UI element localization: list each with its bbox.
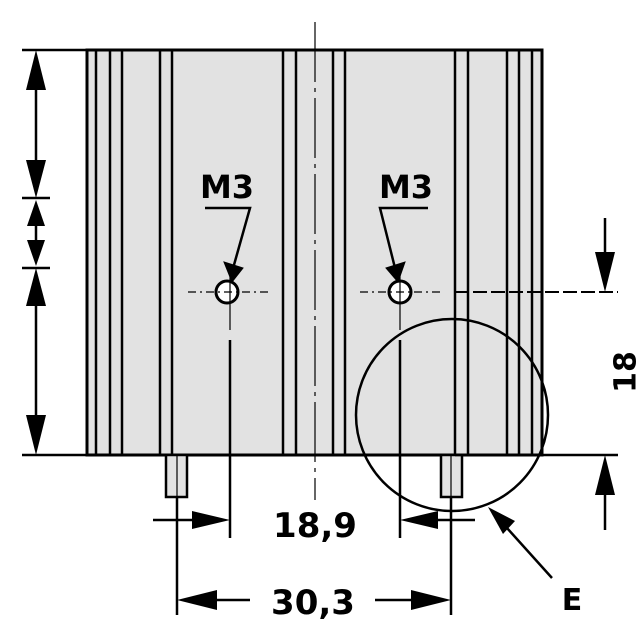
mounting-hole-right [360, 270, 440, 330]
label-dim-30-3: 30,3 [271, 583, 355, 623]
label-detail-e: E [562, 583, 583, 618]
dimension-18-arrows [595, 252, 615, 495]
fin-lines [94, 50, 534, 455]
leader-m3-right [378, 206, 428, 283]
pin-left [164, 453, 189, 499]
dimension-18-9-arrows [192, 511, 438, 529]
label-dim-18-9: 18,9 [273, 506, 357, 546]
pin-right [439, 453, 464, 499]
leader-m3-left [205, 206, 252, 283]
label-dim-18: 18 [609, 351, 640, 393]
dimension-18 [455, 218, 618, 530]
dimension-height-arrows [26, 50, 46, 455]
label-m3-left: M3 [200, 168, 254, 206]
dimension-18-9 [153, 340, 475, 538]
leader-detail-e [488, 507, 553, 579]
dimension-30-3-arrows [177, 590, 451, 610]
dimension-height-left [22, 48, 87, 457]
label-m3-right: M3 [379, 168, 433, 206]
mounting-hole-left [188, 270, 268, 330]
